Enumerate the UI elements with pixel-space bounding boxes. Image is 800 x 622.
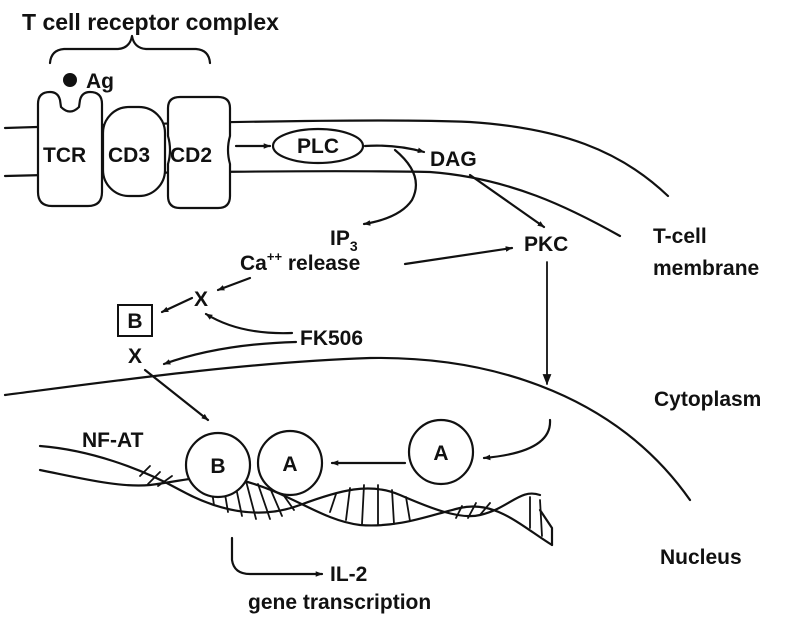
membrane-label-line1: T-cell	[653, 225, 707, 248]
ca-superscript: ++	[267, 249, 283, 264]
arrow-fk506-x-top	[204, 312, 294, 335]
antigen-dot	[63, 73, 77, 87]
arrow-x-b	[160, 296, 194, 314]
arrow-plc-ip3	[362, 148, 417, 226]
cytoplasm-label: Cytoplasm	[654, 388, 761, 411]
arrow-ca-pkc	[403, 246, 514, 266]
nucleus-label: Nucleus	[660, 546, 742, 569]
ip3-base: IP	[330, 227, 350, 250]
arrow-plc-dag	[363, 144, 426, 154]
a-free-label: A	[433, 442, 448, 465]
arrow-fk506-x-bottom	[162, 340, 298, 366]
receptor-complex-brace	[48, 34, 212, 65]
a-free-circle	[407, 418, 475, 486]
arrow-x-nfat	[143, 368, 210, 422]
ca-base: Ca	[240, 252, 267, 275]
dag-label: DAG	[430, 148, 477, 171]
x-top-label: X	[194, 288, 208, 311]
b-circle	[184, 431, 252, 499]
nfat-label: NF-AT	[82, 429, 144, 452]
arrow-transcription	[230, 536, 324, 577]
ip3-subscript: 3	[350, 238, 358, 254]
a-bound-circle	[256, 429, 324, 497]
cd2-label: CD2	[170, 144, 212, 167]
ca-release-word: release	[282, 252, 360, 275]
tcr-label: TCR	[43, 144, 86, 167]
cd3-receptor	[101, 105, 167, 198]
x-bottom-label: X	[128, 345, 142, 368]
cd3-label: CD3	[108, 144, 150, 167]
il2-label: IL-2	[330, 563, 367, 586]
gene-transcription-label: gene transcription	[248, 591, 431, 614]
ip3-label: IP3	[330, 227, 358, 254]
tcr-receptor	[36, 90, 104, 208]
b-box	[117, 304, 153, 337]
membrane-label-line2: membrane	[653, 257, 759, 280]
b-box-label: B	[127, 310, 142, 333]
nuclear-envelope	[3, 356, 692, 502]
arrow-to-a-free	[482, 418, 552, 461]
pkc-label: PKC	[524, 233, 568, 256]
plc-ellipse	[271, 127, 365, 165]
arrow-ca-x	[216, 276, 252, 292]
b-circle-label: B	[210, 455, 225, 478]
dna-helix	[38, 444, 554, 547]
a-bound-label: A	[282, 453, 297, 476]
arrow-dag-pkc	[468, 173, 546, 229]
diagram-title: T cell receptor complex	[22, 9, 279, 35]
plc-label: PLC	[297, 135, 339, 158]
antigen-label: Ag	[86, 70, 114, 93]
ca-release-label: Ca++ release	[240, 249, 360, 275]
fk506-label: FK506	[300, 327, 363, 350]
cd2-receptor	[166, 95, 232, 210]
